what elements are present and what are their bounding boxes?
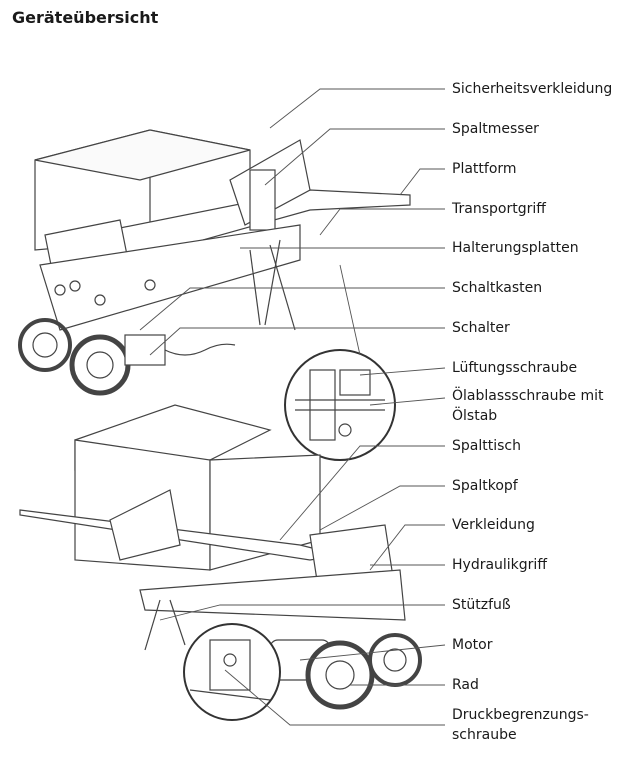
label-schaltkasten: Schaltkasten	[452, 280, 543, 296]
label-rad: Rad	[452, 677, 479, 693]
label-halterungsplatten: Halterungsplatten	[452, 240, 579, 256]
page-title: Geräteübersicht	[12, 8, 159, 27]
label-transportgriff: Transportgriff	[452, 201, 546, 217]
label-stuetzfuss: Stützfuß	[452, 597, 511, 613]
label-motor: Motor	[452, 637, 493, 653]
label-spaltmesser: Spaltmesser	[452, 121, 539, 137]
label-oelablassschraube-line1: Ölablassschraube mit	[452, 388, 604, 404]
label-spalttisch: Spalttisch	[452, 438, 521, 454]
label-oelablassschraube-line2: Ölstab	[452, 408, 498, 424]
label-druckbegrenzungsschraube-line2: schraube	[452, 727, 517, 743]
bottom-machine	[19, 404, 422, 710]
label-spaltkopf: Spaltkopf	[452, 478, 518, 494]
top-machine	[18, 129, 411, 396]
label-sicherheitsverkleidung: Sicherheitsverkleidung	[452, 81, 613, 97]
label-druckbegrenzungsschraube-line1: Druckbegrenzungs-	[452, 707, 589, 723]
label-lueftungsschraube: Lüftungsschraube	[452, 360, 578, 376]
label-plattform: Plattform	[452, 161, 517, 177]
label-hydraulikgriff: Hydraulikgriff	[452, 557, 547, 573]
label-schalter: Schalter	[452, 320, 510, 336]
leader-lines	[139, 88, 446, 726]
label-verkleidung: Verkleidung	[452, 517, 535, 533]
